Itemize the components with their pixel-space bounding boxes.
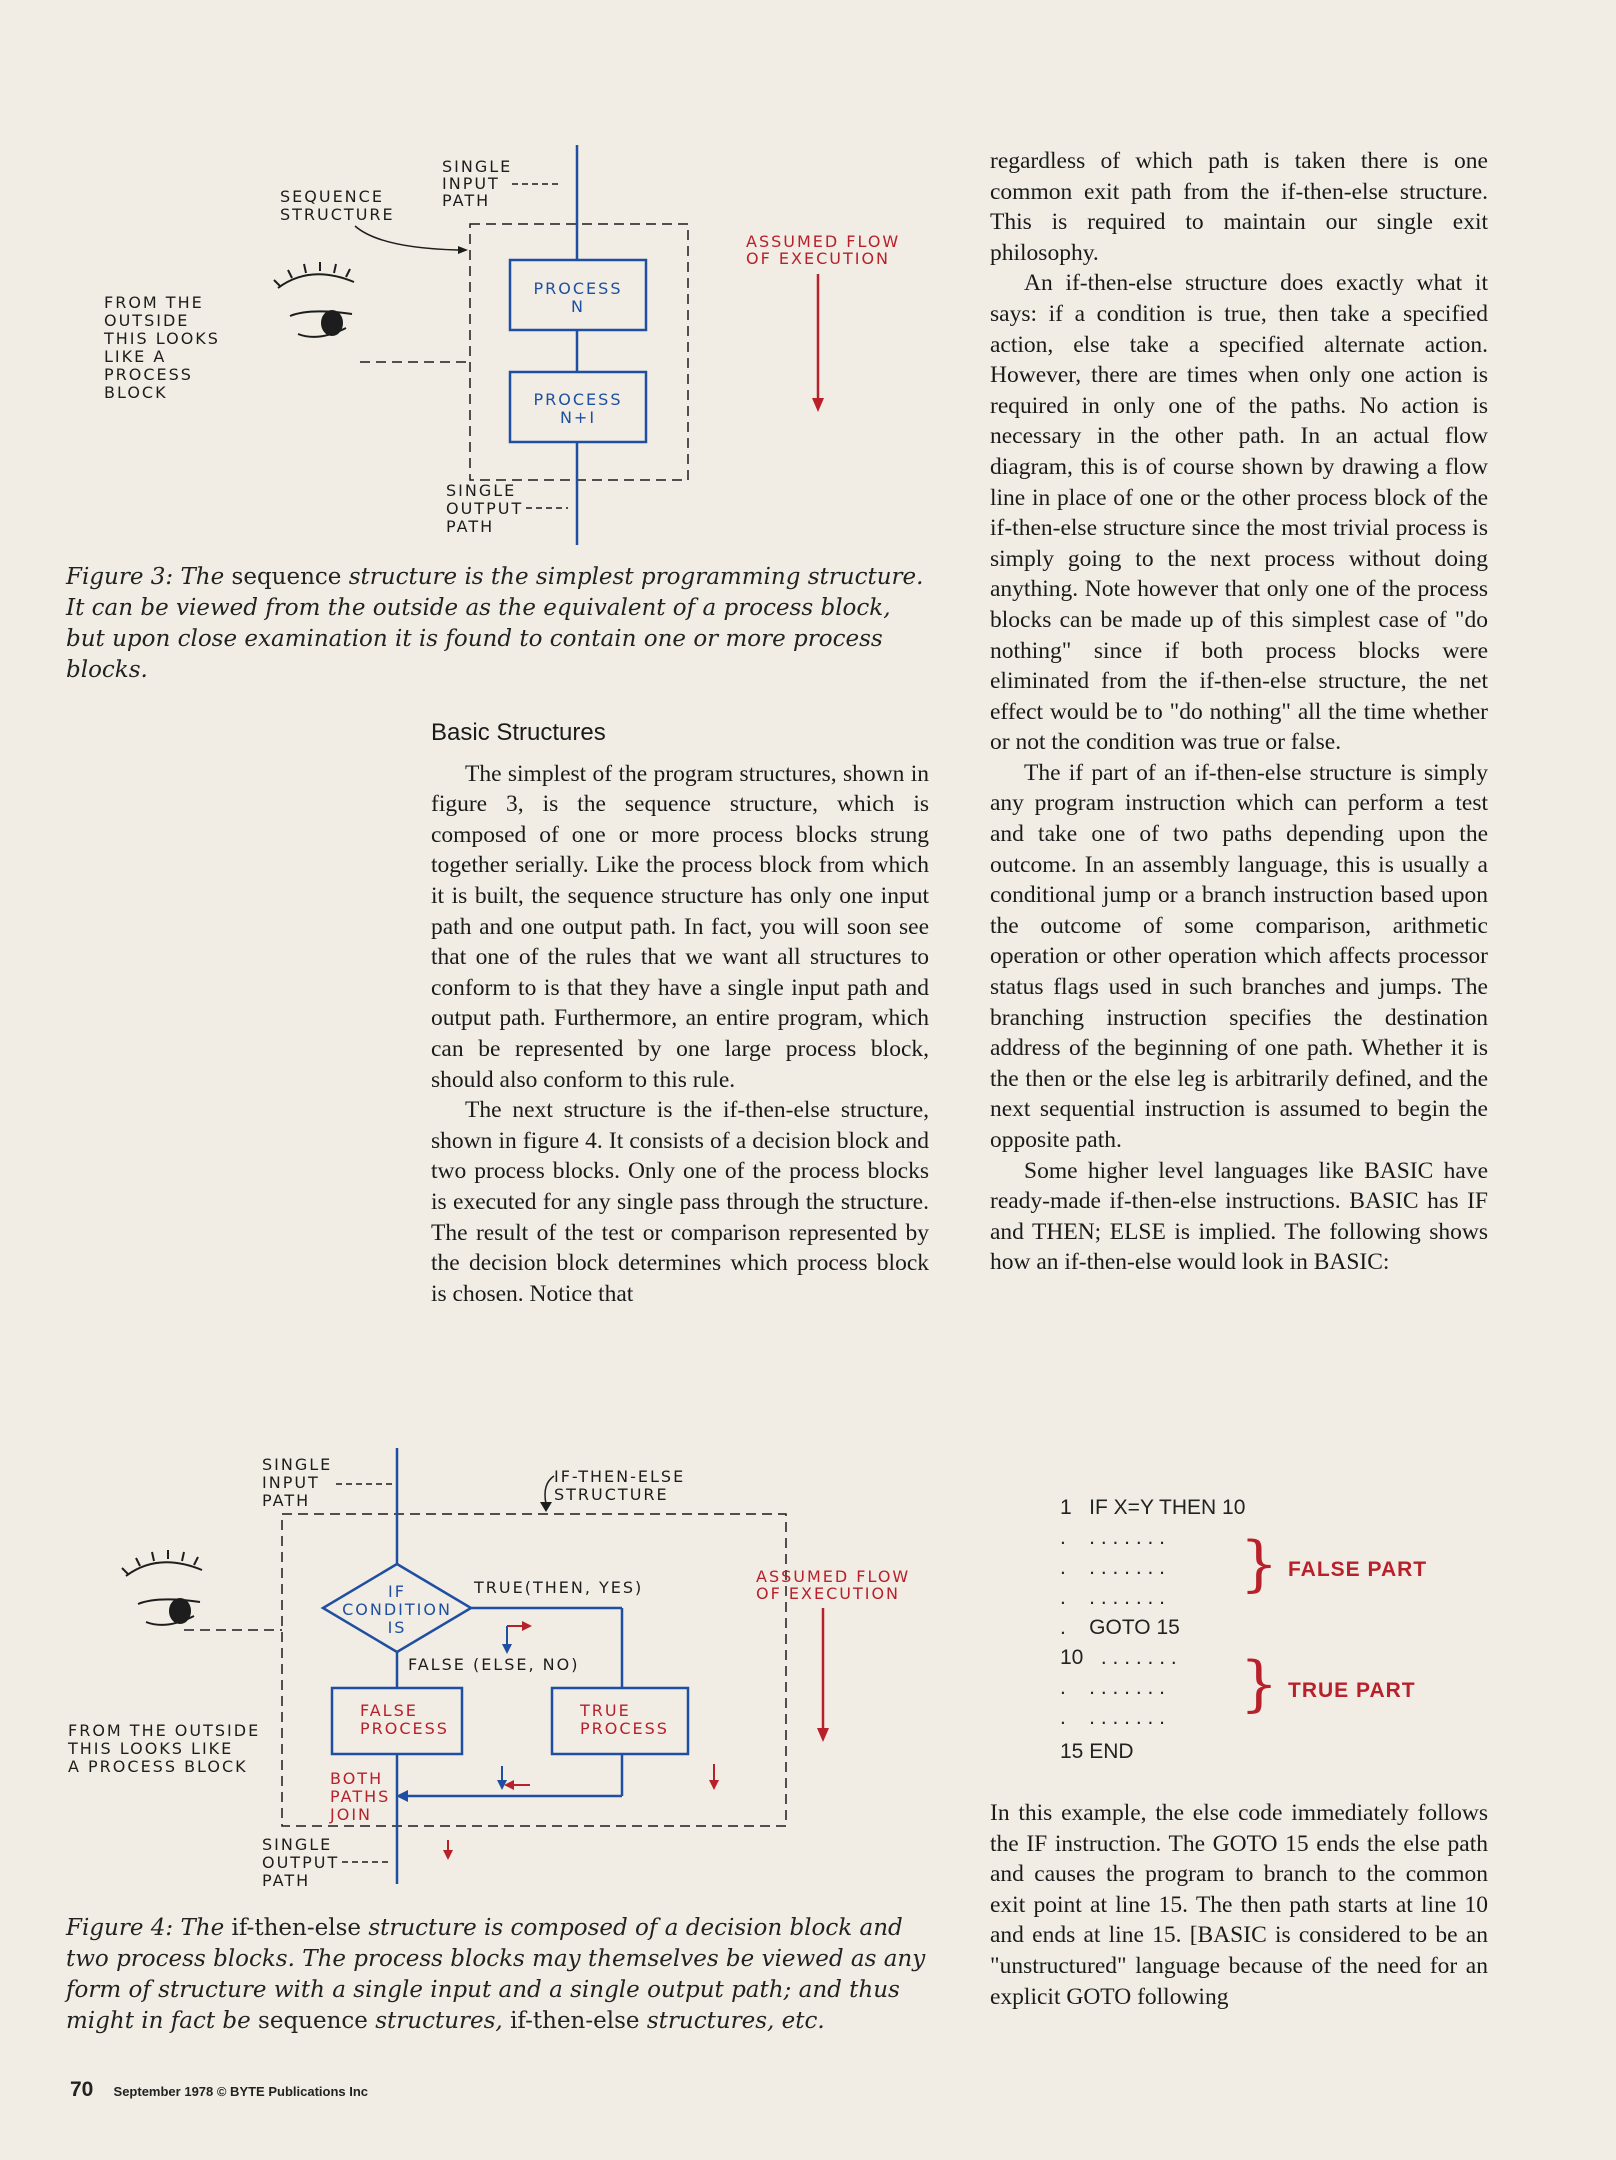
section-heading: Basic Structures	[431, 719, 606, 746]
svg-text:PATH: PATH	[262, 1871, 310, 1890]
svg-text:TRUE: TRUE	[579, 1701, 631, 1720]
if-then-else-boundary	[281, 1513, 787, 1827]
svg-text:IS: IS	[388, 1618, 407, 1637]
paragraph: regardless of which path is taken there …	[990, 148, 1488, 266]
sequence-structure-boundary	[469, 223, 689, 481]
svg-text:PATH: PATH	[446, 517, 494, 536]
svg-text:FALSE: FALSE	[360, 1701, 418, 1720]
svg-text:OF EXECUTION: OF EXECUTION	[746, 249, 890, 268]
svg-text:INPUT: INPUT	[262, 1473, 320, 1492]
if-then-else-structure-label: IF-THEN-ELSE	[554, 1467, 685, 1486]
right-column-bottom: In this example, the else code immediate…	[990, 1798, 1488, 2012]
svg-text:THIS LOOKS: THIS LOOKS	[103, 329, 220, 348]
basic-code-listing: 1 IF X=Y THEN 10 . . . . . . . . . . . .…	[1060, 1496, 1480, 1776]
svg-text:LIKE A: LIKE A	[104, 347, 166, 366]
assumed-flow-label: ASSUMED FLOW	[756, 1567, 910, 1586]
paragraph: In this example, the else code immediate…	[990, 1800, 1488, 2010]
code-line: . GOTO 15	[1060, 1616, 1180, 1639]
assumed-flow-label: ASSUMED FLOW	[746, 232, 900, 251]
true-branch-label: TRUE(THEN, YES)	[473, 1578, 643, 1597]
svg-text:BLOCK: BLOCK	[104, 383, 168, 402]
true-part-brace: }	[1240, 1649, 1279, 1719]
false-branch-label: FALSE (ELSE, NO)	[408, 1655, 579, 1674]
false-part-label: FALSE PART	[1288, 1558, 1428, 1581]
single-output-path-label: SINGLE	[446, 481, 516, 500]
code-line: . . . . . . . .	[1060, 1706, 1166, 1729]
paragraph: The simplest of the program structures, …	[431, 760, 929, 1093]
page-footer: 70 September 1978 © BYTE Publications In…	[70, 2078, 368, 2102]
code-line: . . . . . . . .	[1060, 1676, 1166, 1699]
svg-text:N+I: N+I	[560, 408, 596, 427]
decision-diamond	[320, 1562, 474, 1654]
paragraph: The if part of an if-then-else structure…	[990, 759, 1488, 1153]
right-column-top: regardless of which path is taken there …	[990, 146, 1488, 1278]
svg-text:OUTPUT: OUTPUT	[262, 1853, 339, 1872]
figure-4: SINGLE INPUT PATH IF-THEN-ELSE STRUCTURE…	[60, 1440, 940, 1900]
code-line: . . . . . . . .	[1060, 1526, 1166, 1549]
code-line: 1 IF X=Y THEN 10	[1060, 1496, 1246, 1519]
svg-text:STRUCTURE: STRUCTURE	[280, 205, 395, 224]
code-line: 10 . . . . . . .	[1060, 1646, 1177, 1669]
svg-text:PROCESS: PROCESS	[580, 1719, 669, 1738]
page-number: 70	[70, 2078, 94, 2101]
svg-text:CONDITION: CONDITION	[342, 1600, 452, 1619]
true-process-block	[550, 1686, 690, 1756]
sequence-pointer-line	[354, 225, 459, 251]
figure-4-diagram: SINGLE INPUT PATH IF-THEN-ELSE STRUCTURE…	[67, 1448, 910, 1890]
svg-text:STRUCTURE: STRUCTURE	[554, 1485, 669, 1504]
figure-3: SEQUENCE STRUCTURE SINGLE INPUT PATH PRO…	[60, 140, 940, 560]
eye-icon	[273, 262, 355, 338]
code-line: . . . . . . . .	[1060, 1586, 1166, 1609]
single-input-path-label: SINGLE	[442, 157, 512, 176]
svg-text:PROCESS: PROCESS	[104, 365, 193, 384]
svg-text:INPUT: INPUT	[442, 174, 500, 193]
svg-text:PROCESS: PROCESS	[360, 1719, 449, 1738]
single-output-path-label: SINGLE	[262, 1835, 332, 1854]
figure-3-diagram: SEQUENCE STRUCTURE SINGLE INPUT PATH PRO…	[103, 145, 900, 545]
false-process-block	[330, 1686, 464, 1756]
figure-3-caption: Figure 3: The sequence structure is the …	[66, 564, 924, 683]
svg-text:PROCESS: PROCESS	[534, 390, 623, 409]
paragraph: An if-then-else structure does exactly w…	[990, 270, 1488, 756]
svg-text:OUTSIDE: OUTSIDE	[104, 311, 189, 330]
svg-text:PATHS: PATHS	[330, 1787, 390, 1806]
svg-text:IF: IF	[388, 1582, 406, 1601]
publication-line: September 1978 © BYTE Publications Inc	[113, 2084, 369, 2099]
paragraph: Some higher level languages like BASIC h…	[990, 1157, 1488, 1276]
svg-text:THIS LOOKS LIKE: THIS LOOKS LIKE	[67, 1739, 233, 1758]
middle-column: Basic Structures The simplest of the pro…	[431, 718, 929, 1309]
true-part-label: TRUE PART	[1288, 1679, 1416, 1702]
svg-text:PROCESS: PROCESS	[534, 279, 623, 298]
single-input-path-label: SINGLE	[262, 1455, 332, 1474]
process-n1-block	[508, 370, 648, 444]
both-paths-join-label: BOTH	[330, 1769, 383, 1788]
svg-text:OF EXECUTION: OF EXECUTION	[756, 1584, 900, 1603]
svg-text:N: N	[571, 297, 585, 316]
eye-icon	[121, 1550, 203, 1626]
svg-text:JOIN: JOIN	[329, 1805, 372, 1824]
code-line: . . . . . . . .	[1060, 1556, 1166, 1579]
false-part-brace: }	[1240, 1529, 1279, 1599]
sequence-pointer-arrow	[458, 246, 468, 254]
svg-text:PATH: PATH	[262, 1491, 310, 1510]
svg-text:PATH: PATH	[442, 191, 490, 210]
svg-text:A PROCESS BLOCK: A PROCESS BLOCK	[68, 1757, 248, 1776]
code-line: 15 END	[1060, 1740, 1134, 1763]
process-n-block	[508, 258, 648, 332]
outside-note: FROM THE	[104, 293, 204, 312]
svg-text:OUTPUT: OUTPUT	[446, 499, 523, 518]
sequence-structure-label: SEQUENCE	[280, 187, 384, 206]
figure-4-caption: Figure 4: The if-then-else structure is …	[66, 1915, 926, 2034]
outside-note: FROM THE OUTSIDE	[68, 1721, 260, 1740]
paragraph: The next structure is the if-then-else s…	[431, 1097, 929, 1307]
